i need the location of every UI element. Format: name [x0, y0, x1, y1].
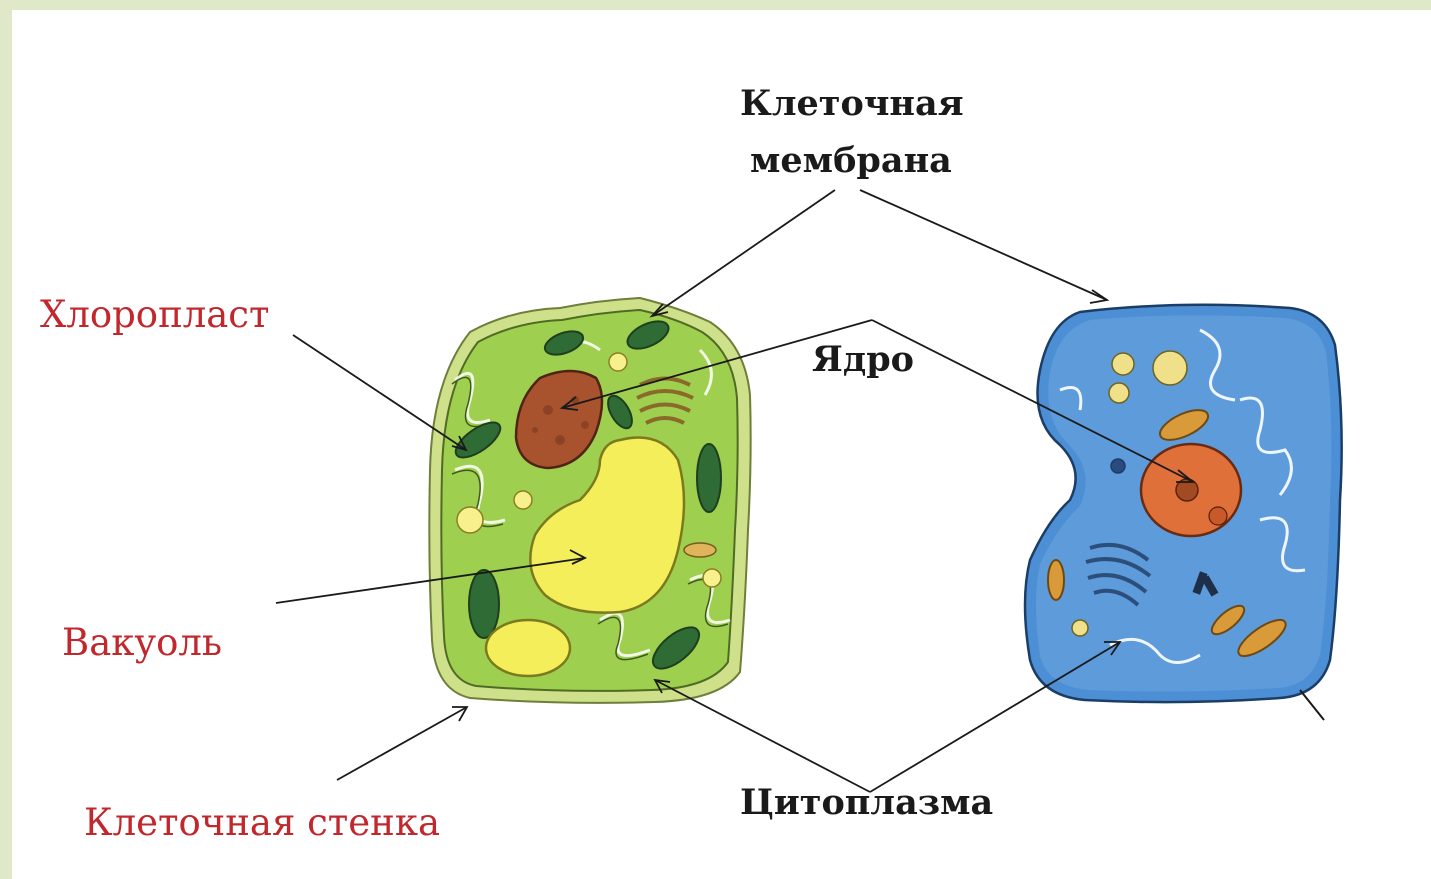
- chloroplast-5: [469, 570, 499, 638]
- animal-cell: [1025, 305, 1342, 720]
- chloroplast-4: [697, 444, 721, 512]
- cell-wall-label: Клеточная стенка: [84, 802, 440, 845]
- pointer-cell-wall: [337, 707, 467, 780]
- nucleus-label: Ядро: [812, 340, 914, 380]
- pointer-membrane-plant: [652, 190, 835, 316]
- vacuole-label: Вакуоль: [62, 622, 222, 665]
- pointer-cytoplasm-animal: [870, 642, 1120, 792]
- plant-cell: [429, 298, 750, 703]
- chloroplast-label: Хлоропласт: [40, 294, 270, 337]
- cytoplasm-label: Цитоплазма: [740, 783, 993, 823]
- membrane-label-line2: мембрана: [750, 141, 952, 181]
- membrane-label-line1: Клеточная: [740, 84, 964, 124]
- cell-diagram: [12, 10, 1431, 879]
- pointer-membrane-animal: [860, 190, 1107, 300]
- pointer-cytoplasm-plant: [655, 680, 870, 792]
- diagram-frame: Клеточная мембрана Хлоропласт Ядро Вакуо…: [12, 10, 1431, 879]
- small-vacuole: [486, 620, 570, 676]
